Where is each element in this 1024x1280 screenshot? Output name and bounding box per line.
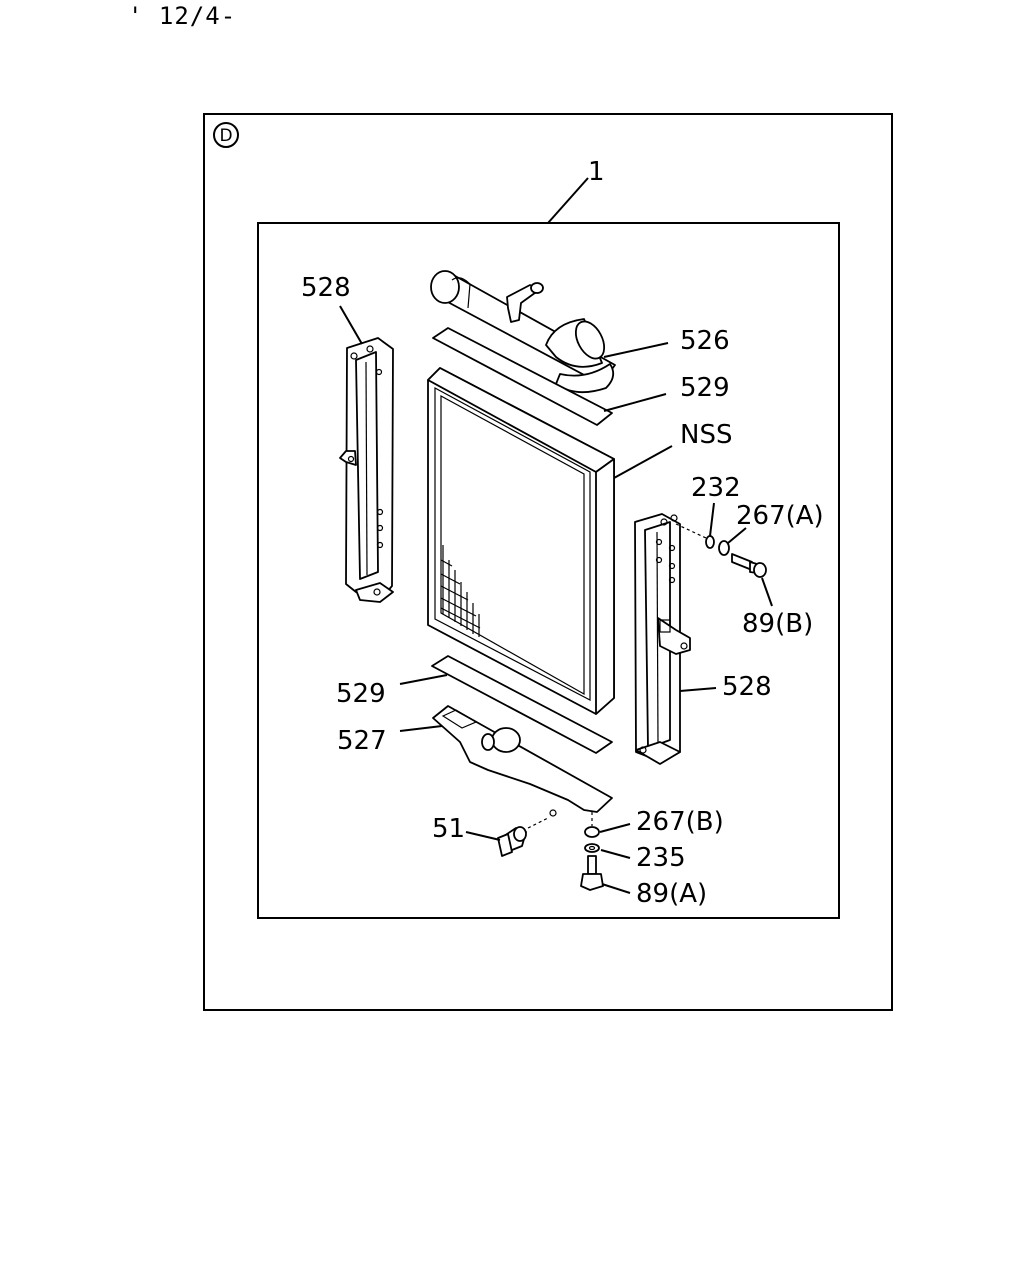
section-mark: D <box>213 122 239 148</box>
label-235: 235 <box>636 843 686 873</box>
label-bracket-left: 528 <box>301 273 351 303</box>
section-mark-label: D <box>219 126 232 146</box>
leader-core <box>613 445 673 479</box>
label-232: 232 <box>691 473 741 503</box>
leader-bracket-right <box>679 687 717 692</box>
leader-bolt-upper <box>761 577 773 607</box>
label-bolt-lower: 89(A) <box>636 879 707 909</box>
leader-washer-lower <box>599 823 631 833</box>
upper-seal <box>432 327 613 426</box>
leader-232 <box>709 502 715 537</box>
label-bolt-upper: 89(B) <box>742 609 813 639</box>
label-washer-lower: 267(B) <box>636 807 724 837</box>
label-washer-upper: 267(A) <box>736 501 824 531</box>
leader-tank-lower <box>399 725 443 732</box>
upper-tank <box>430 270 616 394</box>
radiator-core <box>427 367 615 715</box>
label-tank-lower: 527 <box>337 726 387 756</box>
right-bracket <box>634 513 691 765</box>
leader-bolt-lower <box>601 883 631 894</box>
lower-fasteners <box>580 812 604 891</box>
leader-bracket-left <box>339 305 363 345</box>
label-bracket-right: 528 <box>722 672 772 702</box>
label-drain-cock: 51 <box>432 814 465 844</box>
upper-fasteners <box>675 523 767 578</box>
leader-assembly <box>547 177 589 224</box>
label-core: NSS <box>680 420 732 450</box>
leader-seal-lower <box>399 674 448 685</box>
page-code: ' 12/4- <box>128 2 237 30</box>
leader-tank-upper <box>603 342 669 358</box>
label-seal-upper: 529 <box>680 373 730 403</box>
label-assembly: 1 <box>588 157 605 187</box>
label-seal-lower: 529 <box>336 679 386 709</box>
leader-drain-cock <box>465 831 501 841</box>
lower-tank <box>432 705 613 817</box>
outer-frame <box>203 113 893 1011</box>
leader-washer-upper <box>727 527 747 544</box>
label-tank-upper: 526 <box>680 326 730 356</box>
lower-seal <box>431 655 613 754</box>
leader-235 <box>600 849 631 859</box>
leader-seal-upper <box>603 393 667 412</box>
drain-cock <box>497 817 549 857</box>
left-bracket <box>339 337 394 603</box>
